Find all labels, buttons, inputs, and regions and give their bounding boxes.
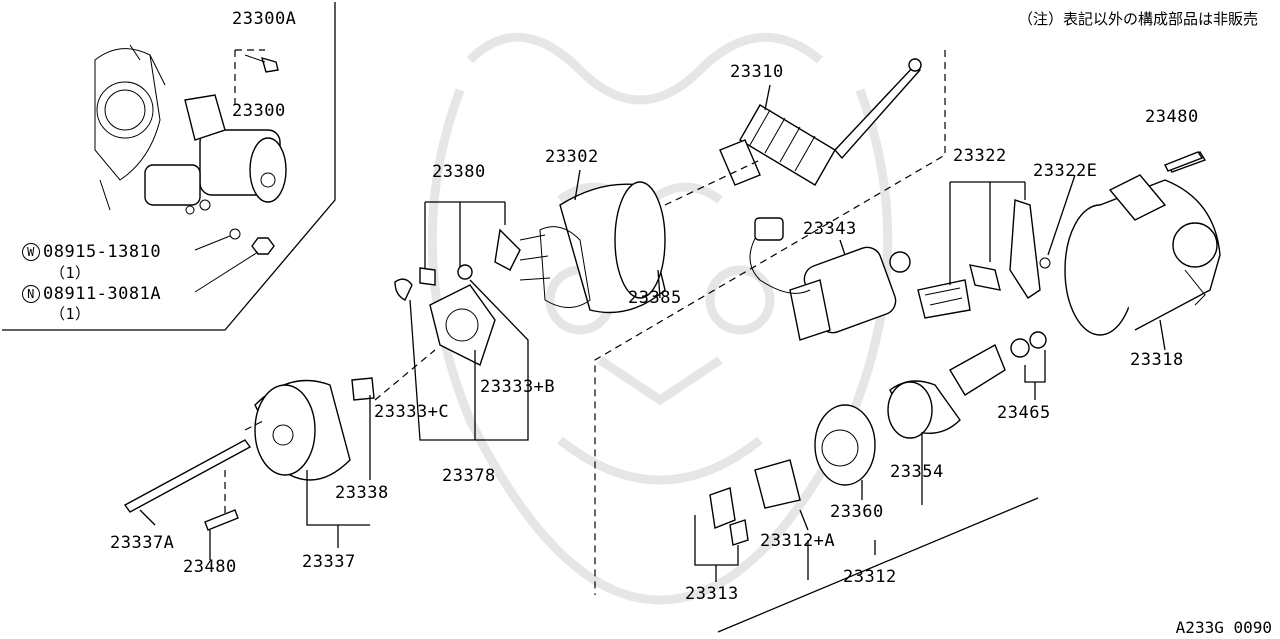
label-23313: 23313 bbox=[685, 584, 739, 604]
label-23337: 23337 bbox=[302, 552, 356, 572]
armature-23310 bbox=[719, 58, 922, 186]
label-23480-bottom: 23480 bbox=[183, 557, 237, 577]
bolt-23480-top bbox=[1164, 151, 1204, 172]
nut-symbol: N bbox=[22, 285, 40, 303]
label-23343: 23343 bbox=[803, 219, 857, 239]
label-23333B: 23333+B bbox=[480, 377, 556, 397]
inset-starter-mounted bbox=[94, 44, 287, 293]
label-23378: 23378 bbox=[442, 466, 496, 486]
label-23310: 23310 bbox=[730, 62, 784, 82]
washer-qty: （1） bbox=[50, 264, 91, 282]
solenoid-23343 bbox=[749, 217, 911, 341]
drawing-code: A233G 0090 bbox=[1175, 618, 1272, 637]
end-cover-23337 bbox=[254, 377, 375, 481]
assembly-lines bbox=[224, 50, 946, 595]
inset-border bbox=[2, 2, 336, 331]
label-23322E: 23322E bbox=[1033, 161, 1098, 181]
label-23480-top: 23480 bbox=[1145, 107, 1199, 127]
brush-parts-23322 bbox=[917, 181, 1051, 319]
label-23318: 23318 bbox=[1130, 350, 1184, 370]
yoke-23302 bbox=[519, 181, 666, 314]
label-23302: 23302 bbox=[545, 147, 599, 167]
label-23333C: 23333+C bbox=[374, 402, 450, 422]
label-23354: 23354 bbox=[890, 462, 944, 482]
housing-23318 bbox=[1064, 151, 1221, 336]
label-23337A: 23337A bbox=[110, 533, 175, 553]
nut-number: 08911-3081A bbox=[43, 284, 162, 304]
label-23312: 23312 bbox=[843, 567, 897, 587]
brush-holder-23380 bbox=[394, 201, 521, 366]
label-23322: 23322 bbox=[953, 146, 1007, 166]
label-23300: 23300 bbox=[232, 101, 286, 121]
label-23380: 23380 bbox=[432, 162, 486, 182]
label-23385: 23385 bbox=[628, 288, 682, 308]
label-23300A: 23300A bbox=[232, 9, 297, 29]
label-23465: 23465 bbox=[997, 403, 1051, 423]
label-23312A: 23312+A bbox=[760, 531, 836, 551]
drive-parts bbox=[709, 331, 1047, 546]
label-23338: 23338 bbox=[335, 483, 389, 503]
through-bolt-23337A bbox=[123, 439, 252, 513]
washer-symbol: W bbox=[22, 243, 40, 261]
washer-number: 08915-13810 bbox=[43, 242, 162, 262]
sales-note: （注）表記以外の構成部品は非販売 bbox=[1017, 10, 1258, 28]
bolt-23480-bottom bbox=[204, 509, 239, 531]
nut-qty: （1） bbox=[50, 305, 91, 323]
leader-lines bbox=[139, 84, 1166, 633]
label-23360: 23360 bbox=[830, 502, 884, 522]
